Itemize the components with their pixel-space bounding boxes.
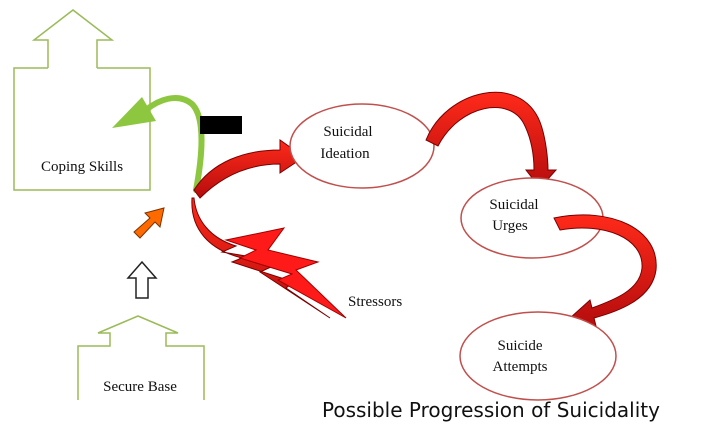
- red-arrow-ideation-to-urges: [425, 91, 558, 189]
- stressors-label: Stressors: [348, 294, 402, 310]
- green-arrow-head-icon: [112, 97, 156, 128]
- suicidal-ideation-line1: Suicidal: [323, 124, 372, 140]
- orange-arrow-icon: [133, 207, 165, 239]
- suicide-attempts-line2: Attempts: [493, 359, 548, 375]
- suicidal-ideation-node: Suicidal Ideation: [289, 103, 435, 189]
- green-arrow: [112, 94, 205, 193]
- suicide-attempts-line1: Suicide: [498, 338, 543, 354]
- coping-skills-label: Coping Skills: [41, 159, 123, 175]
- suicide-attempts-node: Suicide Attempts: [459, 311, 617, 401]
- suicidal-urges-node: Suicidal Urges: [460, 177, 604, 259]
- coping-skills-node: Coping Skills: [13, 9, 151, 191]
- stressors-arrow: [191, 197, 347, 319]
- coping-skills-box: [13, 67, 151, 191]
- suicidal-urges-line1: Suicidal: [489, 197, 538, 213]
- red-arrow-to-ideation: [193, 139, 305, 199]
- coping-up-arrow-icon: [31, 9, 115, 68]
- secure-base-node: Secure Base: [77, 315, 205, 400]
- suicidal-ideation-line2: Ideation: [320, 146, 370, 162]
- secure-base-up-arrow-icon: [77, 315, 205, 400]
- black-block: [200, 116, 242, 134]
- green-arrow-shaft: [143, 94, 205, 193]
- suicidal-urges-line2: Urges: [492, 218, 528, 234]
- diagram-caption: Possible Progression of Suicidality: [322, 398, 660, 422]
- secure-base-label: Secure Base: [103, 379, 177, 395]
- lightning-bolt-icon: [224, 227, 347, 319]
- white-up-arrow-icon: [126, 260, 158, 299]
